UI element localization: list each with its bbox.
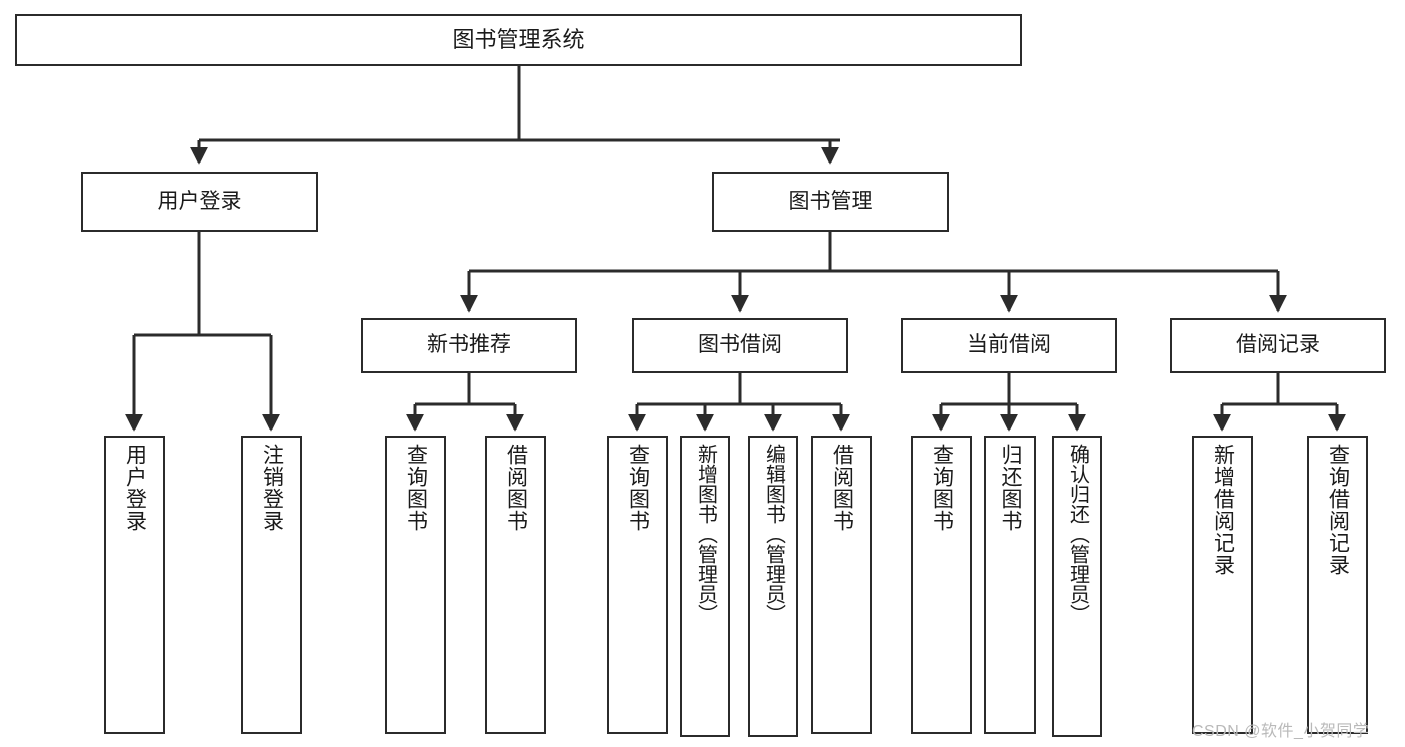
node-label: 归还图书 bbox=[999, 444, 1023, 532]
node-label: 当前借阅 bbox=[967, 333, 1051, 357]
node-borrow-record[interactable]: 借阅记录 bbox=[1170, 318, 1386, 373]
node-label: 图书管理 bbox=[788, 189, 873, 213]
node-book-borrow[interactable]: 图书借阅 bbox=[632, 318, 848, 373]
node-leaf-logout-login[interactable]: 注销登录 bbox=[241, 436, 302, 734]
node-label: 新增图书（管理员） bbox=[694, 444, 717, 624]
node-label: 用户登录 bbox=[157, 189, 242, 213]
node-leaf-confirm-return[interactable]: 确认归还（管理员） bbox=[1052, 436, 1102, 737]
node-user-login[interactable]: 用户登录 bbox=[81, 172, 318, 232]
node-leaf-query-book-3[interactable]: 查询图书 bbox=[911, 436, 972, 734]
node-book-manage[interactable]: 图书管理 bbox=[712, 172, 949, 232]
node-label: 图书借阅 bbox=[698, 333, 782, 357]
node-leaf-edit-book[interactable]: 编辑图书（管理员） bbox=[748, 436, 798, 737]
node-leaf-add-record[interactable]: 新增借阅记录 bbox=[1192, 436, 1253, 734]
node-label: 用户登录 bbox=[123, 444, 147, 532]
node-root-system[interactable]: 图书管理系统 bbox=[15, 14, 1022, 66]
node-label: 图书管理系统 bbox=[452, 27, 585, 53]
node-label: 查询图书 bbox=[626, 444, 650, 532]
node-label: 借阅图书 bbox=[830, 444, 854, 532]
node-label: 新书推荐 bbox=[427, 333, 511, 357]
csdn-watermark: CSDN @软件_小贺同学 bbox=[1192, 723, 1370, 740]
node-label: 注销登录 bbox=[260, 444, 284, 532]
node-label: 借阅图书 bbox=[504, 444, 528, 532]
node-current-borrow[interactable]: 当前借阅 bbox=[901, 318, 1117, 373]
node-leaf-borrow-book-1[interactable]: 借阅图书 bbox=[485, 436, 546, 734]
node-leaf-return-book[interactable]: 归还图书 bbox=[984, 436, 1036, 734]
node-label: 查询图书 bbox=[930, 444, 954, 532]
node-label: 新增借阅记录 bbox=[1211, 444, 1235, 576]
node-leaf-add-book[interactable]: 新增图书（管理员） bbox=[680, 436, 730, 737]
node-label: 借阅记录 bbox=[1236, 333, 1320, 357]
node-label: 编辑图书（管理员） bbox=[762, 444, 785, 624]
node-leaf-query-record[interactable]: 查询借阅记录 bbox=[1307, 436, 1368, 734]
node-leaf-query-book-1[interactable]: 查询图书 bbox=[385, 436, 446, 734]
node-leaf-user-login[interactable]: 用户登录 bbox=[104, 436, 165, 734]
node-label: 确认归还（管理员） bbox=[1066, 444, 1089, 624]
node-leaf-query-book-2[interactable]: 查询图书 bbox=[607, 436, 668, 734]
node-label: 查询图书 bbox=[404, 444, 428, 532]
node-label: 查询借阅记录 bbox=[1326, 444, 1350, 576]
node-leaf-borrow-book-2[interactable]: 借阅图书 bbox=[811, 436, 872, 734]
node-new-book-recommend[interactable]: 新书推荐 bbox=[361, 318, 577, 373]
